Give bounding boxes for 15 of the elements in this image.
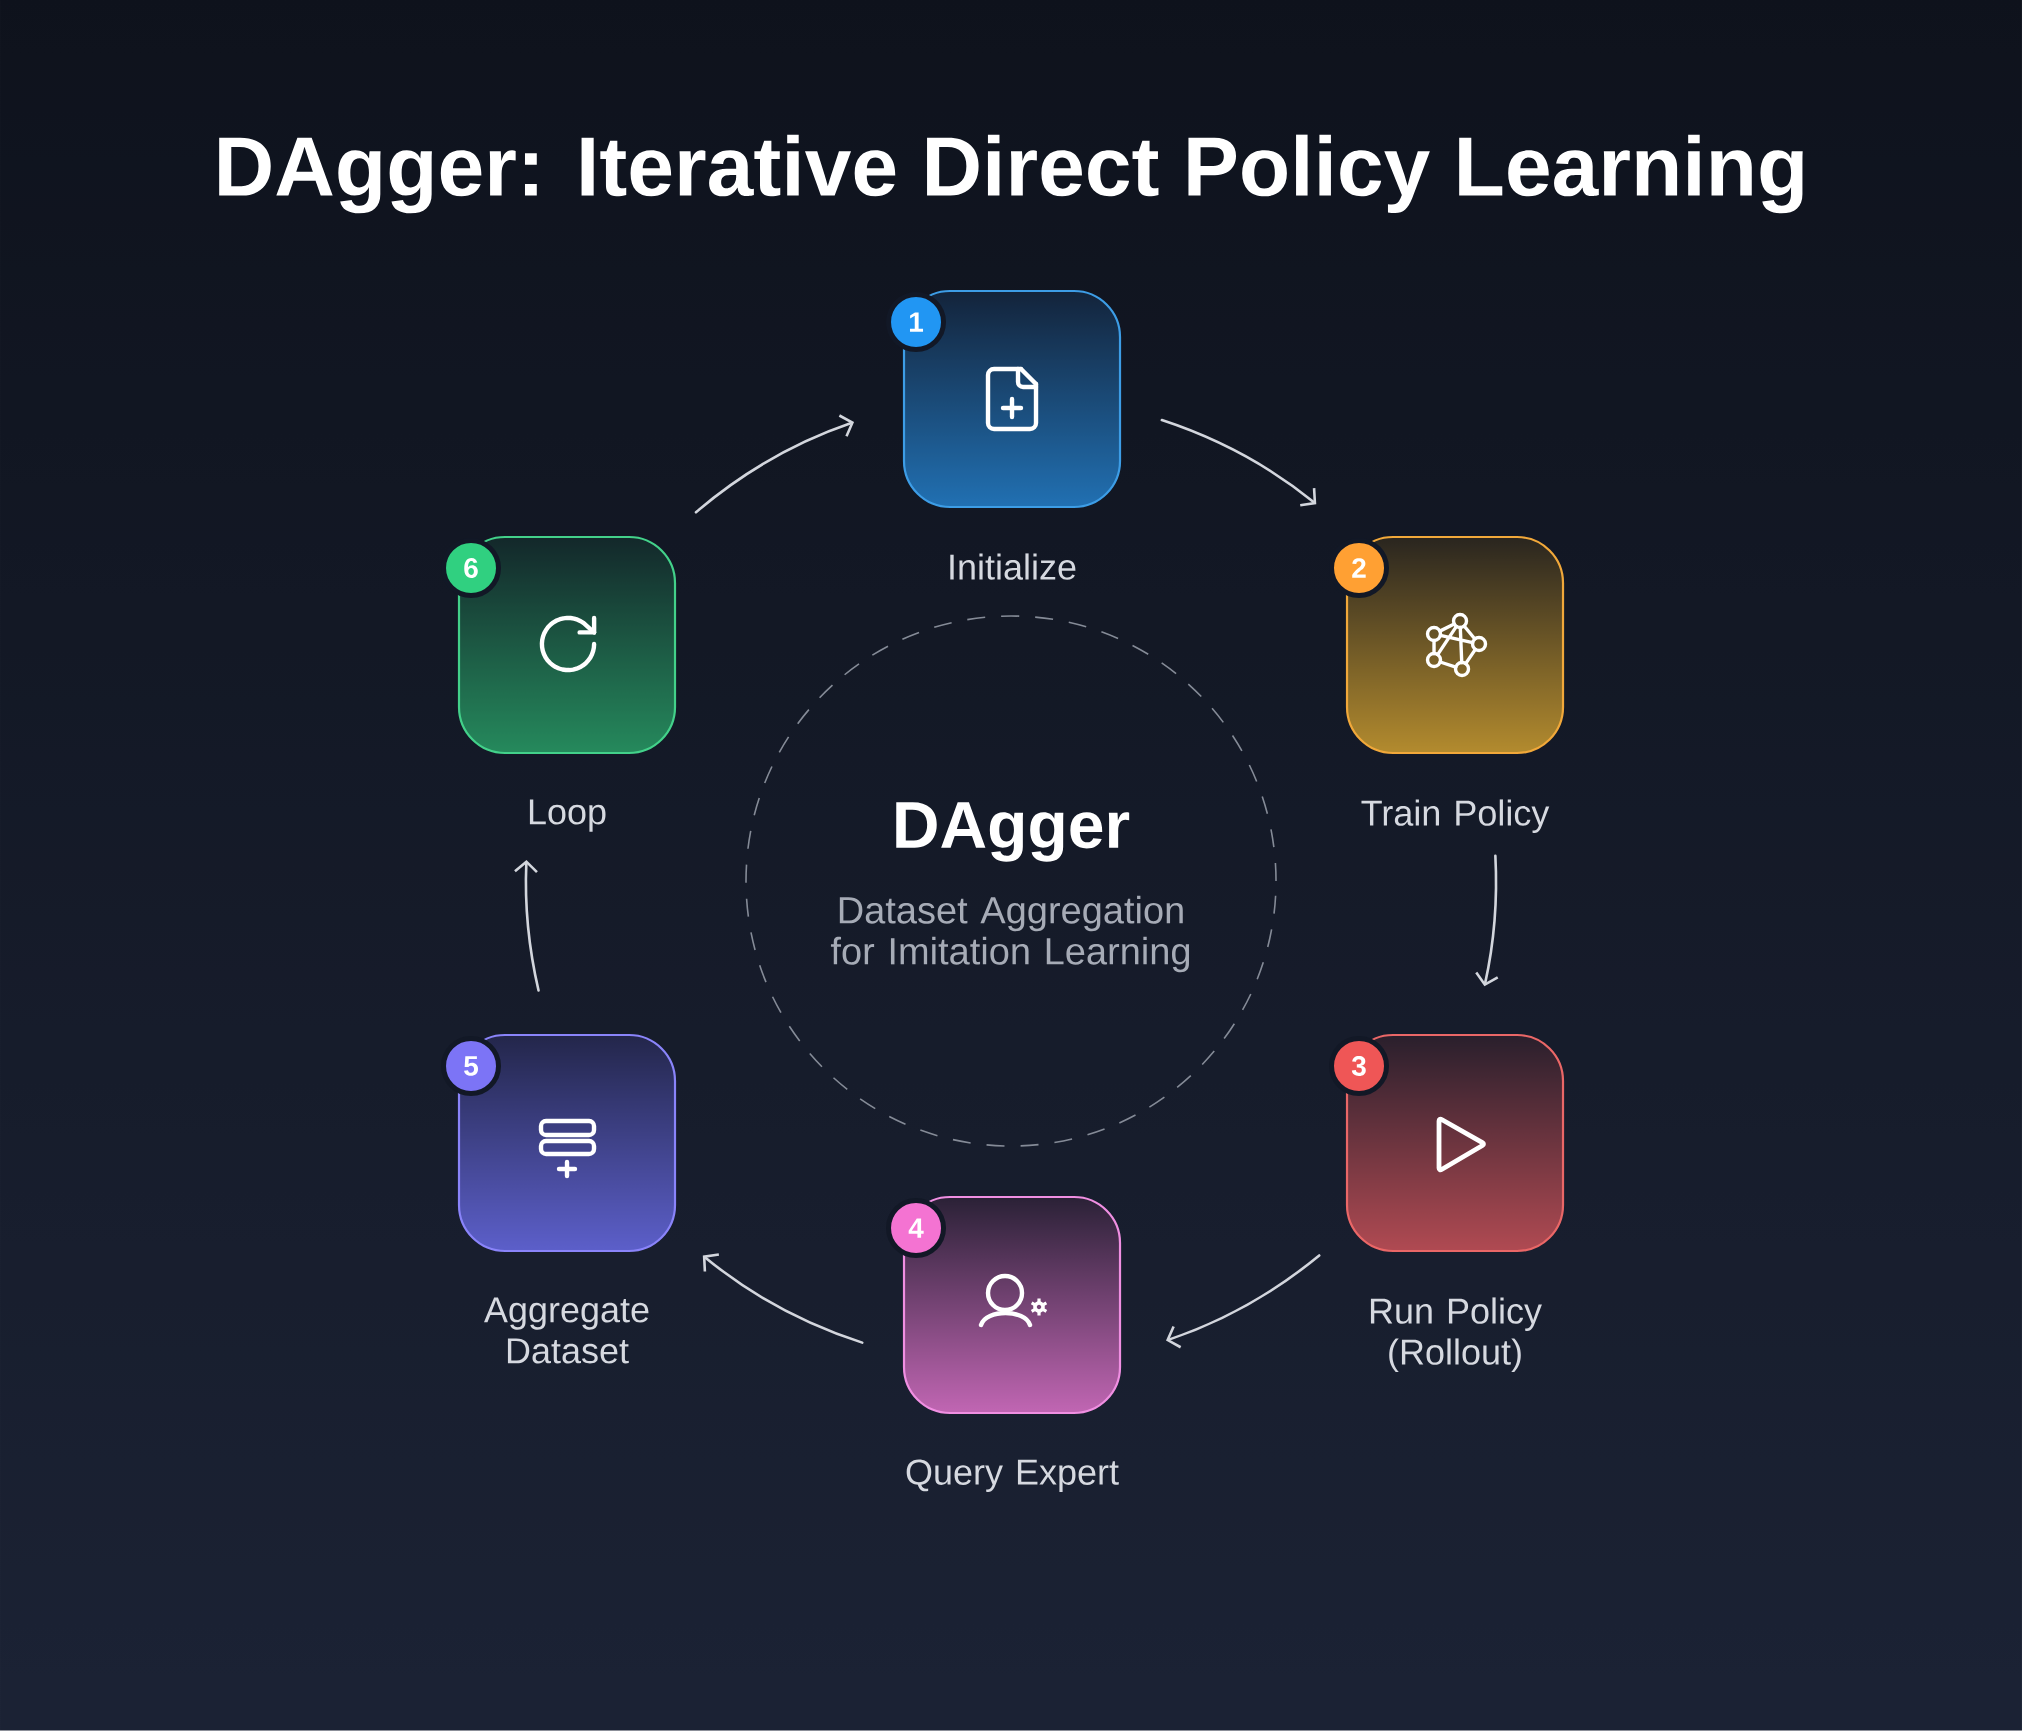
step-label: Initialize — [950, 553, 1076, 580]
step-label: Train Policy — [1361, 799, 1550, 833]
step-label: Loop — [529, 799, 606, 832]
step-label: Aggregate Dataset — [484, 1297, 649, 1364]
curved-arrow — [702, 1253, 864, 1344]
title: DAgger: Iterative Direct Policy Learning — [219, 134, 1803, 214]
curved-arrow — [694, 414, 855, 514]
curved-arrow — [1166, 1254, 1321, 1349]
step-label: Run Policy (Rollout) — [1370, 1297, 1542, 1372]
subtitle: Dataset Aggregation for Imitation Learning — [830, 895, 1190, 973]
curved-arrow — [1160, 418, 1317, 507]
center-title: DAgger — [896, 802, 1130, 862]
curved-arrow — [1475, 854, 1499, 987]
step-label: Query Expert — [906, 1459, 1119, 1492]
curved-arrow — [514, 859, 540, 992]
